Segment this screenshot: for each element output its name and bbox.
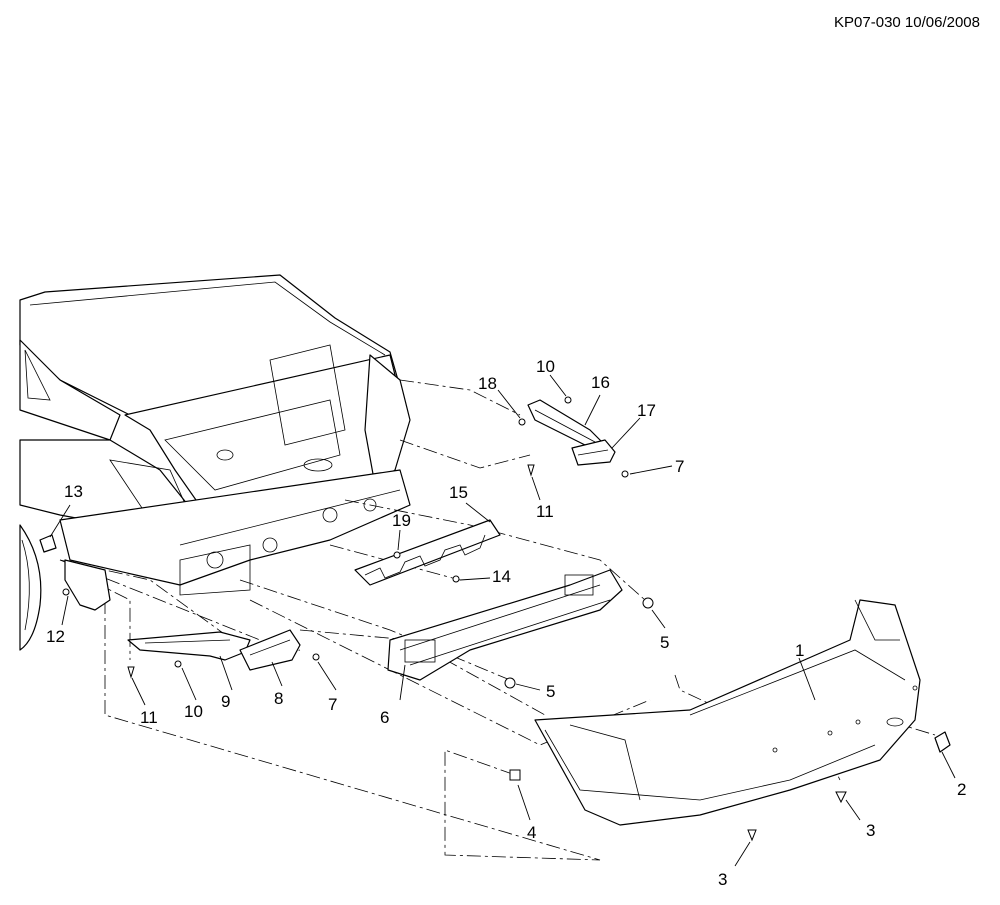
part-12-mud-guard: [64, 559, 111, 611]
screw-11-right: [527, 464, 535, 477]
callout-1: 1: [795, 641, 804, 660]
callout-labels: 1 2 3 3 4 5 5 6 7 7 8 9 10 10 11 11 12 1…: [46, 357, 966, 889]
callout-10-left: 10: [184, 702, 203, 721]
callout-13: 13: [64, 482, 83, 501]
callout-11-left: 11: [140, 708, 158, 727]
screw-7-right: [621, 470, 629, 478]
part-9-left-bracket: [127, 631, 251, 661]
document-id-date: KP07-030 10/06/2008: [834, 14, 980, 31]
callout-11-right: 11: [536, 502, 554, 521]
nut-19: [393, 551, 401, 559]
callout-18: 18: [478, 374, 497, 393]
screw-14: [452, 575, 460, 583]
callout-7-right: 7: [675, 457, 684, 476]
nut-5-upper: [642, 597, 654, 609]
callout-12: 12: [46, 627, 65, 646]
clip-4: [509, 769, 521, 781]
nut-18: [518, 418, 526, 426]
callout-4: 4: [527, 823, 536, 842]
hardware-fasteners: [62, 396, 847, 842]
part-2-cover: [934, 731, 951, 753]
callout-3-left: 3: [718, 870, 727, 889]
callout-8: 8: [274, 689, 283, 708]
callout-2: 2: [957, 780, 966, 799]
part-6-impact-bar: [387, 569, 623, 681]
screw-11-left: [127, 666, 135, 679]
callout-14: 14: [492, 567, 511, 586]
callout-15: 15: [449, 483, 468, 502]
screw-10-right: [564, 396, 572, 404]
callout-17: 17: [637, 401, 656, 420]
leader-lines: [49, 374, 956, 867]
push-pin-3-right: [835, 791, 847, 804]
part-1-rear-bumper-fascia: [534, 599, 921, 826]
callout-16: 16: [591, 373, 610, 392]
screw-12: [62, 588, 70, 596]
callout-7-left: 7: [328, 695, 337, 714]
callout-6: 6: [380, 708, 389, 727]
callout-9: 9: [221, 692, 230, 711]
part-13-clip: [39, 534, 57, 553]
push-pin-3-left: [747, 829, 757, 842]
screw-10-left: [174, 660, 182, 668]
part-17-right-guide: [571, 439, 616, 466]
part-15-energy-absorber: [354, 519, 501, 586]
callout-19: 19: [392, 511, 411, 530]
nut-5-lower: [504, 677, 516, 689]
vehicle-rear-body: [19, 274, 411, 651]
callout-5-upper: 5: [660, 633, 669, 652]
callout-10-right: 10: [536, 357, 555, 376]
callout-3-right: 3: [866, 821, 875, 840]
part-8-left-guide: [239, 629, 301, 671]
screw-7-left: [312, 653, 320, 661]
callout-5-lower: 5: [546, 682, 555, 701]
